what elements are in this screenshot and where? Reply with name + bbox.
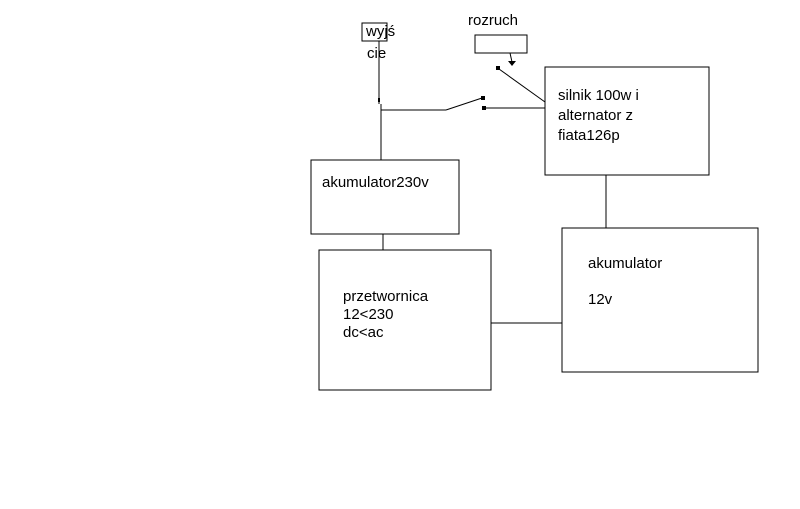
inverter-label-line3: dc<ac — [343, 324, 384, 341]
start-button-box — [474, 34, 528, 54]
switch-contact-right — [482, 106, 486, 110]
start-button-stem — [509, 52, 513, 63]
battery12-label-line2: 12v — [588, 291, 613, 308]
inverter-box — [318, 249, 492, 391]
motor-alternator-box — [544, 66, 710, 176]
start-wire — [498, 68, 546, 103]
battery12-label-line1: akumulator — [588, 255, 663, 272]
motor-label-line2: alternator z — [558, 107, 634, 124]
switch-contact-left — [481, 96, 485, 100]
battery-230v-box — [310, 159, 460, 235]
start-arrow-head — [508, 61, 516, 66]
start-contact — [496, 66, 500, 70]
battery230-label: akumulator230v — [322, 174, 429, 191]
output-label-line2: cie — [367, 45, 387, 62]
inverter-label-line2: 12<230 — [343, 306, 394, 323]
output-terminal-box — [361, 22, 388, 42]
inverter-label-line1: przetwornica — [343, 288, 429, 305]
output-label-line1: wyjś — [366, 23, 396, 40]
switch-blade — [445, 97, 483, 111]
output-wire-mark — [378, 98, 380, 102]
battery-12v-box — [561, 227, 759, 373]
start-label: rozruch — [468, 12, 519, 29]
motor-label-line3: fiata126p — [558, 127, 620, 144]
motor-label-line1: silnik 100w i — [558, 87, 639, 104]
